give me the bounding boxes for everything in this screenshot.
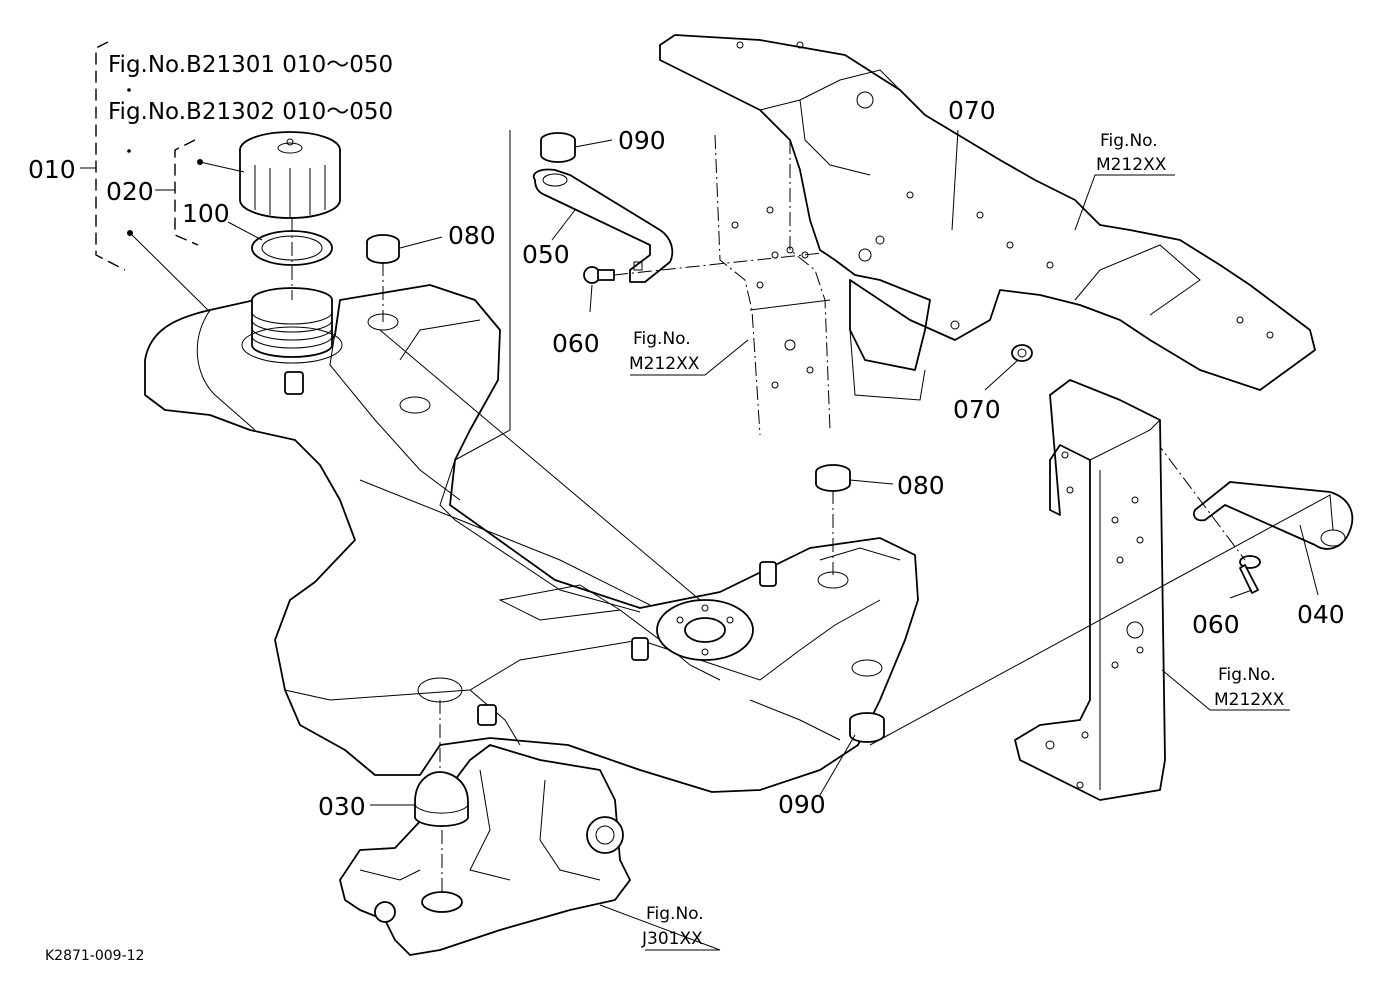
label-070-mid: 070 <box>953 395 1001 424</box>
cushion-080-top <box>366 234 400 264</box>
bolt-060-right <box>1239 555 1261 594</box>
label-060-right: 060 <box>1192 610 1240 639</box>
ref-frame-left-line1: Fig.No. <box>633 329 691 349</box>
fig-header-1: Fig.No.B21301 010～050 <box>108 52 393 78</box>
label-080-mid: 080 <box>897 471 945 500</box>
ref-frame-right-line1: Fig.No. <box>1218 665 1276 685</box>
label-020: 020 <box>106 177 154 206</box>
cushion-080-mid <box>815 464 851 492</box>
drawing-code: K2871-009-12 <box>45 948 144 964</box>
label-090-bottom: 090 <box>778 790 826 819</box>
bracket-050 <box>532 168 674 283</box>
ref-housing-line1: Fig.No. <box>646 904 704 924</box>
label-030: 030 <box>318 792 366 821</box>
label-080-top: 080 <box>448 221 496 250</box>
leader-lines <box>127 129 1334 951</box>
bolt-060-left <box>583 266 615 284</box>
frame-stand-right <box>1014 379 1166 801</box>
fuel-tank <box>144 284 919 793</box>
label-010: 010 <box>28 155 76 184</box>
label-060-left: 060 <box>552 329 600 358</box>
fig-header-2: Fig.No.B21302 010～050 <box>108 99 393 125</box>
cushion-090-bottom <box>849 712 885 743</box>
label-050: 050 <box>522 240 570 269</box>
frame-plate-center <box>714 134 831 436</box>
group-bracket-010 <box>80 41 131 271</box>
ref-housing-line2: J301XX <box>641 929 703 949</box>
cushion-090-top <box>540 132 576 163</box>
ref-frame-right-line2: M212XX <box>1214 690 1285 710</box>
group-bracket-020 <box>155 139 199 246</box>
nut-070-mid <box>1011 344 1033 362</box>
ref-frame-left-line2: M212XX <box>629 354 700 374</box>
transmission-housing <box>339 744 631 956</box>
label-040: 040 <box>1297 600 1345 629</box>
label-090-top: 090 <box>618 126 666 155</box>
frame-upper <box>659 34 1316 401</box>
ref-frame-top-line2: M212XX <box>1096 155 1167 175</box>
label-100: 100 <box>182 199 230 228</box>
label-070-top: 070 <box>948 96 996 125</box>
fuel-cap <box>239 131 341 219</box>
ref-frame-top-line1: Fig.No. <box>1100 131 1158 151</box>
rubber-mount-030 <box>414 771 469 827</box>
bracket-040 <box>1192 481 1354 550</box>
